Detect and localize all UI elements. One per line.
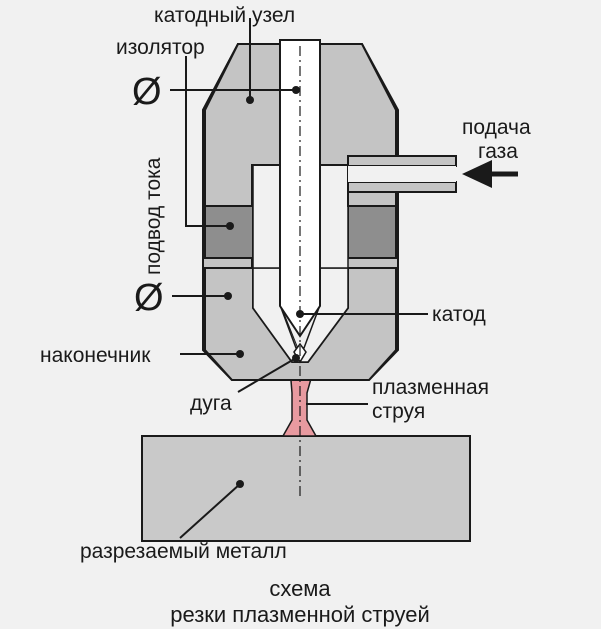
dot-terminal-top xyxy=(292,86,300,94)
dot-terminal-bottom xyxy=(224,292,232,300)
dot-cathode xyxy=(296,310,304,318)
dot-cathode-assembly xyxy=(246,96,254,104)
leader-insulator xyxy=(185,56,230,227)
insulator-right xyxy=(347,205,397,259)
label-cathode-assembly: катодный узел xyxy=(154,4,295,27)
dot-arc xyxy=(292,354,300,362)
label-cut-metal: разрезаемый металл xyxy=(80,540,287,563)
terminal-top-symbol: Ø xyxy=(132,71,162,113)
label-gas-supply-2: газа xyxy=(478,140,518,163)
label-plasma-jet-2: струя xyxy=(372,400,425,423)
dot-nozzle-tip xyxy=(236,350,244,358)
label-current-supply: подвод тока xyxy=(142,157,165,275)
dot-cut-metal xyxy=(236,480,244,488)
label-arc: дуга xyxy=(190,392,232,415)
gas-arrow-head xyxy=(462,160,492,188)
label-cathode: катод xyxy=(432,303,486,326)
label-insulator: изолятор xyxy=(116,36,205,59)
leader-arc xyxy=(237,357,297,393)
label-plasma-jet-1: плазменная xyxy=(372,376,489,399)
gas-inlet-lower xyxy=(347,181,457,193)
workpiece xyxy=(141,435,471,542)
caption-line-1: схема xyxy=(269,576,331,601)
leader-cut-metal xyxy=(179,483,241,539)
caption-line-2: резки плазменной струей xyxy=(170,602,430,627)
dot-insulator xyxy=(226,222,234,230)
gas-inlet-upper xyxy=(347,155,457,167)
terminal-bottom-symbol: Ø xyxy=(134,277,164,319)
label-gas-supply-1: подача xyxy=(462,116,531,139)
insulator-left xyxy=(204,205,254,259)
label-nozzle-tip: наконечник xyxy=(40,344,151,367)
